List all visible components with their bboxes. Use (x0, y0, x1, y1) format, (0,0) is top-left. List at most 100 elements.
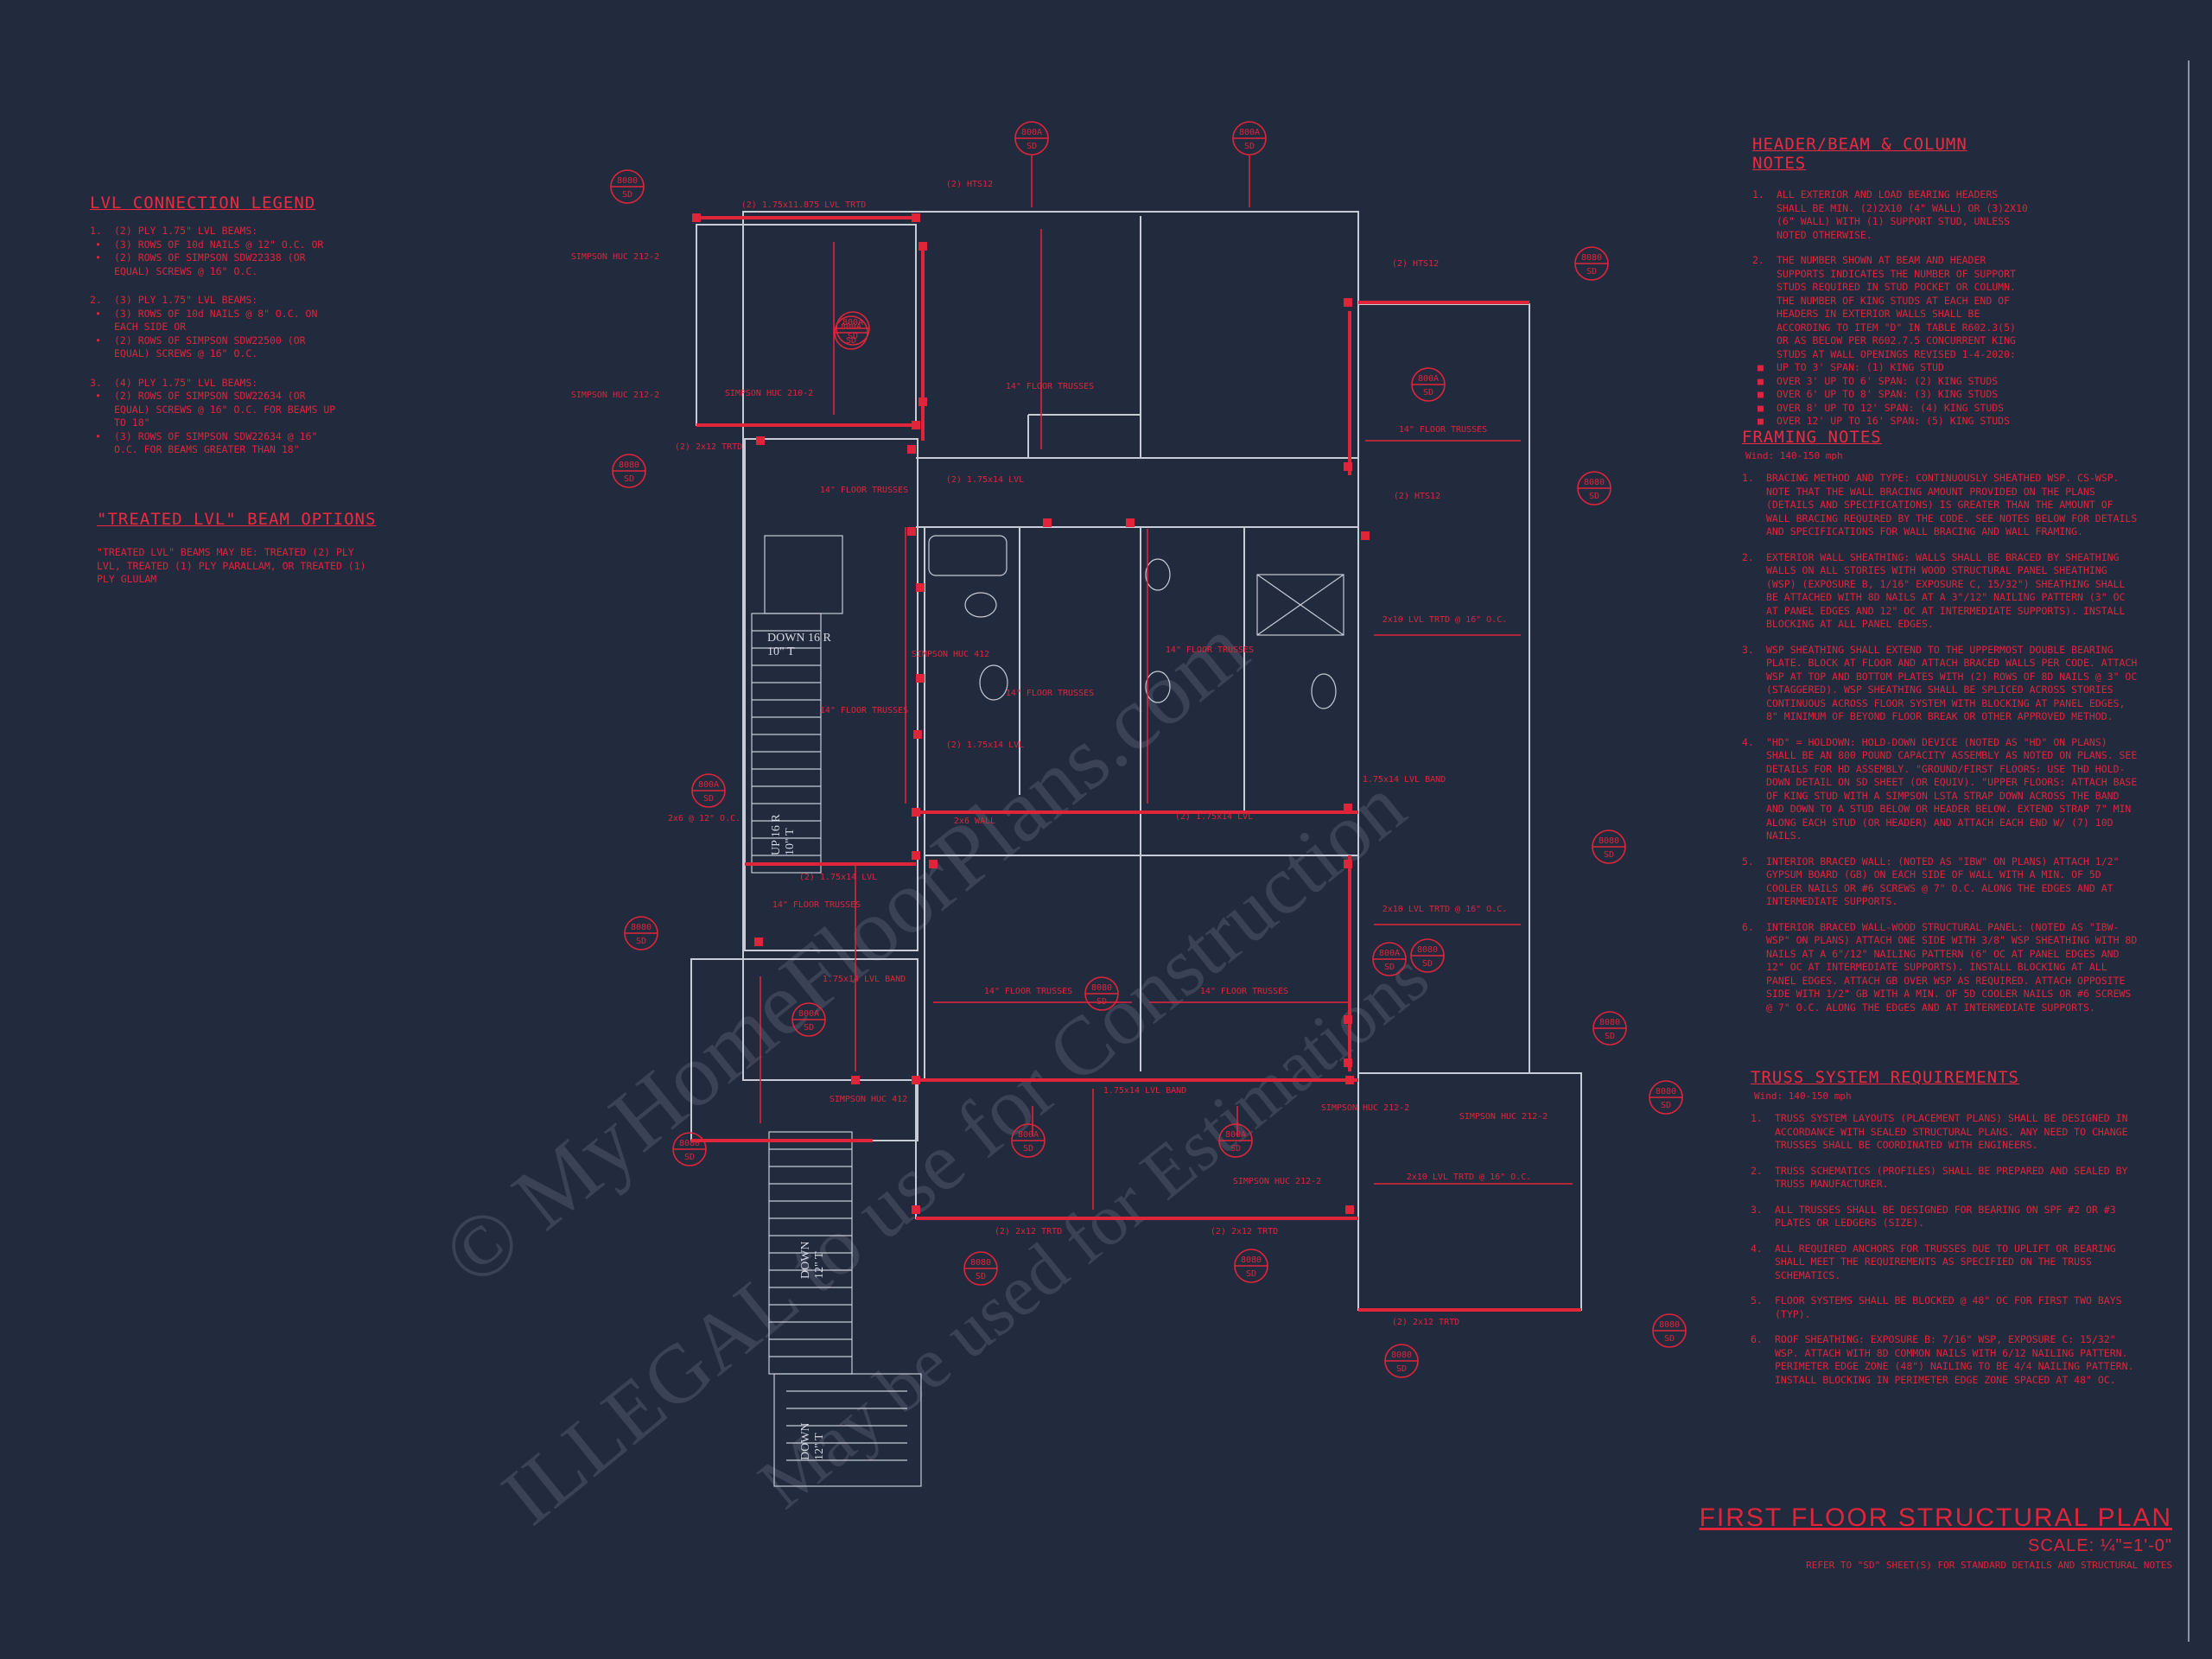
toilet (1311, 673, 1337, 709)
detail-tag-number: 800A (1239, 128, 1260, 137)
post-marker (1126, 518, 1135, 527)
detail-tag-sheet: SD (1023, 1144, 1033, 1154)
post-marker (912, 808, 920, 817)
bathtub (928, 535, 1007, 576)
joist-label: 2x10 LVL TRTD @ 16" O.C. (1407, 1173, 1532, 1182)
detail-tag-sheet: SD (624, 474, 634, 484)
lvl-legend-item: 3.(4) PLY 1.75" LVL BEAMS: •(2) ROWS OF … (90, 376, 336, 456)
truss-label: 14" FLOOR TRUSSES (1006, 689, 1094, 698)
post-marker (1344, 804, 1352, 812)
detail-tag-number: 8080 (619, 461, 639, 470)
note-item: 4."HD" = HOLDOWN: HOLD-DOWN DEVICE (NOTE… (1742, 735, 2138, 842)
detail-tag-number: 800A (1379, 949, 1400, 958)
detail-tag-sheet: SD (1422, 959, 1433, 969)
detail-tag-number: 8080 (631, 923, 652, 932)
stair-down-label: DOWN 16 R (767, 632, 832, 645)
beam-label: (2) 1.75x11.875 LVL TRTD (741, 200, 867, 210)
framing-notes-title: FRAMING NOTES (1742, 428, 1882, 447)
detail-tag-sheet: SD (1230, 1144, 1241, 1154)
post-marker (918, 242, 927, 251)
post-marker (1361, 531, 1370, 540)
trtd-label: (2) 2x12 TRTD (1211, 1227, 1278, 1236)
detail-tag-number: 800A (698, 780, 719, 790)
ext-stair-down-label: DOWN (799, 1241, 812, 1279)
ext-stair-tread: 12" T (813, 1251, 826, 1279)
header-beam-column-notes: HEADER/BEAM & COLUMN NOTES 1.ALL EXTERIO… (1752, 135, 2028, 427)
sheet-reference: REFER TO "SD" SHEET(S) FOR STANDARD DETA… (1806, 1560, 2172, 1571)
detail-tag-sheet: SD (1096, 997, 1107, 1007)
detail-tag-sheet: SD (1246, 1269, 1256, 1279)
note-item: 2.THE NUMBER SHOWN AT BEAM AND HEADER SU… (1752, 254, 2016, 360)
lvl-legend-item: 1.(2) PLY 1.75" LVL BEAMS: •(3) ROWS OF … (90, 225, 324, 277)
detail-tag-sheet: SD (1396, 1364, 1407, 1374)
truss-label: 14" FLOOR TRUSSES (820, 486, 908, 495)
wall-label: 2x6 @ 12" O.C. (668, 814, 741, 823)
note-item: 1.BRACING METHOD AND TYPE: CONTINUOUSLY … (1742, 472, 2138, 537)
detail-tag-sheet: SD (976, 1272, 986, 1281)
detail-tag-sheet: SD (1605, 1032, 1615, 1041)
detail-tag-number: 8080 (1091, 983, 1112, 993)
note-item: 4.ALL REQUIRED ANCHORS FOR TRUSSES DUE T… (1751, 1242, 2116, 1281)
joist-label: 2x10 LVL TRTD @ 16" O.C. (1382, 905, 1508, 914)
post-marker (912, 421, 920, 429)
exterior-stair-landing (773, 1373, 922, 1487)
framing-notes-wind: Wind: 140-150 mph (1745, 450, 1843, 461)
post-markers (692, 213, 1370, 1214)
detail-tag-sheet: SD (1586, 267, 1597, 276)
note-item: 3.ALL TRUSSES SHALL BE DESIGNED FOR BEAR… (1751, 1203, 2116, 1230)
detail-tag-sheet: SD (846, 336, 856, 346)
lvl-legend-title: LVL CONNECTION LEGEND (90, 194, 316, 213)
stair-up-tread: 10" T (784, 828, 797, 855)
hanger-label: SIMPSON HUC 210-2 (725, 389, 813, 398)
detail-tag-number: 8080 (1659, 1320, 1680, 1330)
hanger-label: (2) HTS12 (1394, 492, 1440, 501)
header-notes-title: HEADER/BEAM & COLUMN NOTES (1752, 135, 1967, 173)
note-item: 1.ALL EXTERIOR AND LOAD BEARING HEADERS … (1752, 188, 2028, 241)
post-marker (754, 938, 763, 946)
left-porch (690, 958, 918, 1141)
post-marker (912, 851, 920, 860)
detail-tag-number: 800A (841, 322, 861, 332)
detail-tag-sheet: SD (1664, 1334, 1675, 1344)
detail-tags: 8080SD800ASD800ASD8080SD800ASD8080SD800A… (610, 121, 1687, 1378)
truss-label: 14" FLOOR TRUSSES (1166, 645, 1254, 655)
post-marker (907, 445, 916, 454)
lvl-label: (2) 1.75x14 LVL (1175, 812, 1253, 822)
note-item: 6.ROOF SHEATHING: EXPOSURE B: 7/16" WSP,… (1751, 1333, 2134, 1386)
detail-tag-number: 800A (798, 1009, 819, 1019)
note-item: 1.TRUSS SYSTEM LAYOUTS (PLACEMENT PLANS)… (1751, 1112, 2128, 1151)
detail-tag-number: 8080 (679, 1139, 700, 1148)
truss-label: 14" FLOOR TRUSSES (772, 900, 861, 910)
hanger-label: SIMPSON HUC 212-2 (571, 391, 659, 400)
detail-tag-sheet: SD (622, 190, 632, 200)
post-marker (929, 860, 938, 868)
detail-tag-sheet: SD (1384, 963, 1395, 972)
detail-tag-sheet: SD (848, 332, 858, 341)
shower (1256, 574, 1344, 636)
treated-lvl-options: "TREATED LVL" BEAM OPTIONS "TREATED LVL"… (97, 510, 382, 587)
detail-tag-number: 8080 (1599, 1018, 1620, 1027)
post-marker (912, 1205, 920, 1214)
detail-tag-number: 8080 (1391, 1351, 1412, 1360)
post-marker (756, 436, 765, 445)
detail-tag-number: 800A (1418, 374, 1439, 384)
hanger-label: SIMPSON HUC 212-2 (1459, 1112, 1548, 1122)
post-marker (1345, 1076, 1354, 1084)
detail-tag-sheet: SD (1423, 388, 1433, 397)
landing-stair-tread: 12" T (813, 1433, 826, 1460)
hanger-label: SIMPSON HUC 212-2 (571, 252, 659, 262)
post-marker (1344, 298, 1352, 307)
detail-tag-sheet: SD (804, 1023, 814, 1033)
wall-label: 2x6 WALL (954, 817, 995, 826)
post-marker (912, 213, 920, 222)
truss-label: 14" FLOOR TRUSSES (1399, 425, 1487, 435)
stair-core-wall (744, 438, 918, 951)
note-item: 5.FLOOR SYSTEMS SHALL BE BLOCKED @ 48" O… (1751, 1294, 2122, 1320)
trtd-label: (2) 2x12 TRTD (995, 1227, 1062, 1236)
detail-tag-sheet: SD (636, 937, 646, 946)
post-marker (851, 1076, 860, 1084)
detail-tag-sheet: SD (1604, 850, 1614, 860)
hanger-label: SIMPSON HUC 212-2 (1233, 1177, 1321, 1186)
note-item: 5.INTERIOR BRACED WALL: (NOTED AS "IBW" … (1742, 855, 2120, 908)
